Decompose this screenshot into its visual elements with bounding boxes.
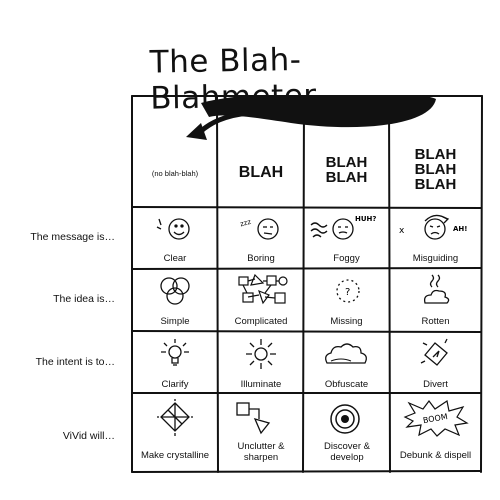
blahmeter-grid: (no blah-blah) BLAH BLAH BLAH BLAH BLAH …: [131, 95, 483, 475]
header-blah: BLAH: [238, 164, 284, 181]
cell-illuminate: Illuminate: [240, 379, 282, 390]
zzz-text: zzz: [239, 218, 252, 229]
foggy-face-icon: HUH?: [310, 215, 376, 240]
cell-simple: Simple: [160, 316, 190, 327]
tangled-shapes-icon: [238, 273, 288, 305]
sharpen-shapes-icon: [236, 402, 271, 435]
sleepy-face-icon: zzz: [239, 218, 279, 240]
cell-rotten: Rotten: [421, 316, 450, 327]
boom-burst-icon: BOOM: [403, 400, 469, 437]
cell-misguiding: Misguiding: [412, 253, 459, 264]
smiley-clear-icon: [156, 218, 190, 240]
rotten-pile-icon: [423, 274, 450, 304]
row-label-message: The message is…: [30, 231, 115, 243]
meter-needle-arc: [201, 95, 436, 128]
cell-discover-develop: Discover & develop: [324, 441, 370, 463]
meter-arrow: [197, 110, 250, 135]
header-blah-blah: BLAH BLAH: [325, 154, 368, 186]
cell-debunk-dispell: Debunk & dispell: [399, 450, 472, 461]
question-circle-icon: ?: [336, 279, 360, 303]
target-icon: [330, 404, 360, 434]
question-text: ?: [345, 287, 350, 298]
boom-text: BOOM: [422, 412, 448, 425]
grid-lines: [131, 95, 483, 473]
sun-icon: [246, 339, 276, 369]
diverted-arrow-icon: [420, 338, 448, 366]
ah-text: AH!: [453, 225, 467, 233]
x-text: x: [399, 226, 405, 236]
lightbulb-icon: [161, 339, 189, 366]
cell-divert: Divert: [423, 379, 448, 390]
three-circles-icon: [160, 277, 190, 305]
cell-missing: Missing: [330, 316, 363, 327]
cell-obfuscate: Obfuscate: [324, 379, 369, 390]
cell-make-crystalline: Make crystalline: [140, 450, 210, 461]
header-no-blah: (no blah-blah): [151, 169, 199, 178]
header-blah-blah-blah: BLAH BLAH BLAH: [414, 146, 457, 193]
cell-complicated: Complicated: [234, 316, 288, 327]
cell-clear: Clear: [163, 253, 187, 264]
row-label-idea: The idea is…: [53, 293, 115, 305]
cloud-icon: [325, 343, 367, 364]
row-label-intent: The intent is to…: [35, 356, 115, 368]
cell-boring: Boring: [247, 253, 275, 264]
cell-unclutter-sharpen: Unclutter & sharpen: [237, 441, 285, 463]
cell-clarify: Clarify: [161, 379, 189, 390]
crystal-icon: [157, 399, 193, 436]
row-label-vivid: ViVid will…: [62, 430, 115, 442]
huh-text: HUH?: [355, 215, 376, 223]
cell-foggy: Foggy: [333, 253, 360, 264]
angry-face-icon: x AH!: [399, 214, 467, 240]
